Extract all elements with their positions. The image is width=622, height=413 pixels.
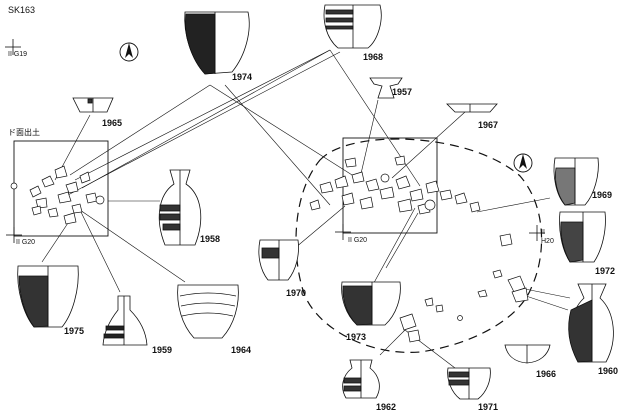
vessel-1974 — [184, 11, 250, 75]
north-arrow-icon — [513, 153, 533, 173]
vessel-1969 — [553, 157, 599, 206]
grid-cross-left — [6, 227, 22, 243]
area-label: ド面出土 — [8, 128, 40, 137]
vessel-1958 — [158, 169, 202, 246]
vessel-1975 — [17, 265, 79, 328]
left-area-box — [13, 140, 109, 237]
vessel-label-1959: 1959 — [152, 345, 173, 355]
vessel-label-1957: 1957 — [392, 87, 413, 97]
vessel-1973 — [341, 281, 401, 326]
sherd-cluster-center — [309, 155, 529, 343]
vessel-1959 — [102, 295, 148, 346]
grid-label-right-a: II — [541, 229, 545, 236]
vessel-label-1965: 1965 — [102, 118, 123, 128]
grid-cross-center — [335, 224, 351, 240]
north-arrow-icon — [119, 42, 139, 62]
center-area-box — [342, 137, 438, 234]
vessel-label-1958: 1958 — [200, 234, 221, 244]
sherd-cluster-left — [10, 165, 105, 225]
grid-label-left-bottom: II G20 — [16, 239, 36, 246]
vessel-label-1975: 1975 — [64, 326, 85, 336]
grid-cross-right — [529, 225, 545, 241]
vessel-label-1972: 1972 — [595, 266, 616, 276]
leader-lines — [41, 49, 571, 369]
vessel-1971 — [447, 367, 491, 400]
vessel-label-1971: 1971 — [478, 402, 499, 412]
vessel-1970 — [258, 239, 299, 281]
pit-outline — [295, 138, 543, 353]
vessel-label-1973: 1973 — [346, 332, 367, 342]
vessel-1972 — [559, 211, 606, 263]
vessel-label-1969: 1969 — [592, 190, 613, 200]
grid-cross-top-left — [5, 39, 21, 55]
vessel-1960 — [568, 283, 614, 363]
vessel-1968 — [323, 4, 382, 49]
vessel-label-1968: 1968 — [363, 52, 384, 62]
vessel-label-1964: 1964 — [231, 345, 252, 355]
site-code: SK163 — [8, 5, 36, 15]
vessel-1967 — [446, 103, 498, 113]
vessel-1962 — [342, 359, 380, 399]
vessel-1966 — [504, 344, 551, 364]
vessel-label-1967: 1967 — [478, 120, 499, 130]
vessel-label-1970: 1970 — [286, 288, 307, 298]
grid-label-center: II G20 — [348, 237, 368, 244]
grid-label-top-left: II G19 — [8, 51, 28, 58]
grid-label-right-b: H20 — [541, 238, 554, 245]
vessel-1965 — [72, 97, 114, 113]
vessel-1964 — [177, 284, 239, 339]
vessel-1957 — [369, 77, 403, 99]
vessel-label-1960: 1960 — [598, 366, 619, 376]
vessel-label-1962: 1962 — [376, 402, 397, 412]
vessel-label-1974: 1974 — [232, 72, 253, 82]
vessel-label-1966: 1966 — [536, 369, 557, 379]
